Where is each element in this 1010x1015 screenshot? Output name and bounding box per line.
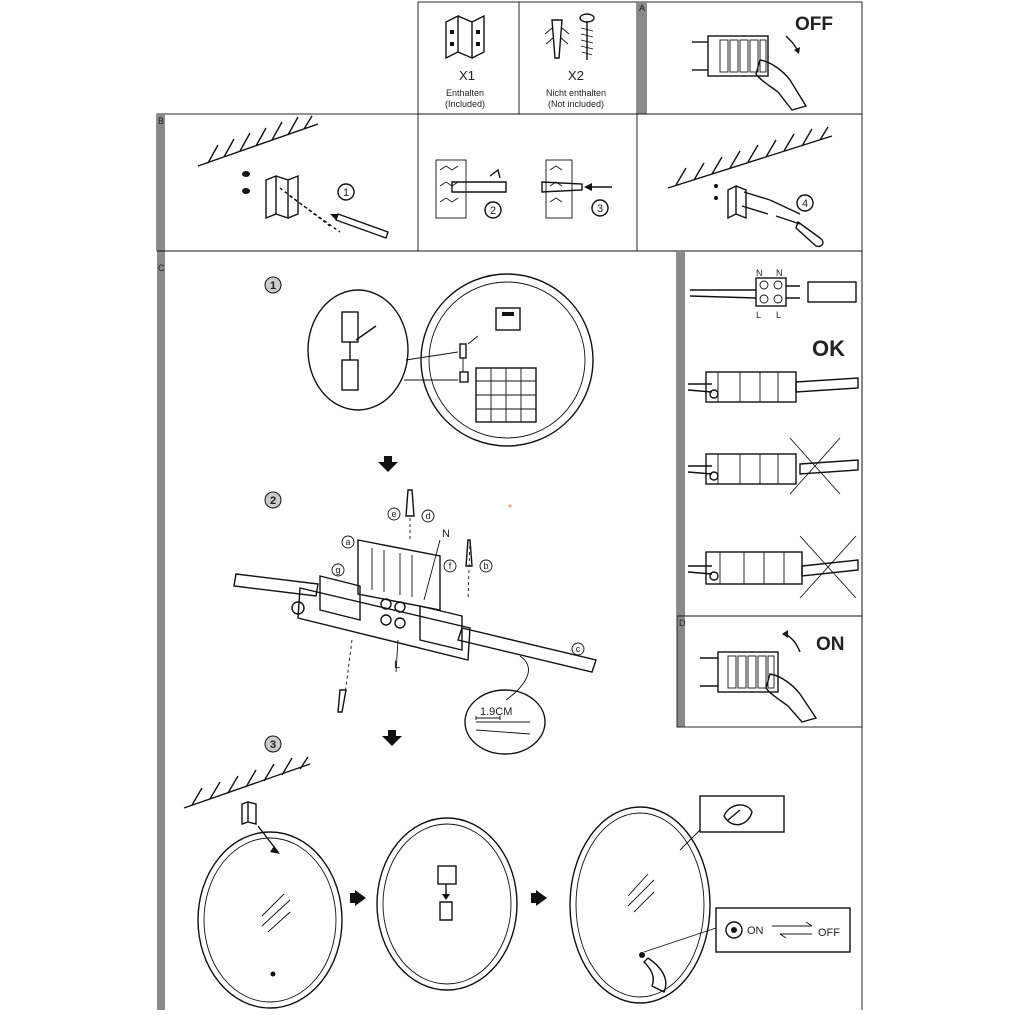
- mirror-back-round: [420, 273, 594, 447]
- step-b1-number: 1: [343, 187, 349, 199]
- callout-b: b: [483, 561, 488, 571]
- bracket-included-en: (Included): [445, 99, 485, 109]
- touch-on-label: ON: [747, 925, 764, 937]
- frame-grid: [156, 1, 863, 1010]
- mirror-back-attach: [376, 817, 518, 991]
- screws-not-included-de: Nicht enthalten: [546, 88, 606, 98]
- bracket-small-c3: [241, 801, 257, 825]
- terminal-nl-diagram: [689, 277, 857, 307]
- live-label: L: [394, 659, 400, 671]
- mirror-front-1: [197, 825, 343, 1009]
- callout-f: f: [449, 561, 452, 571]
- terminal-correct: [687, 371, 859, 403]
- terminal-wrong-2: [687, 535, 859, 599]
- callout-e: e: [391, 509, 396, 519]
- drilling-into-wall: [435, 159, 507, 219]
- dowel-into-wall: [541, 159, 612, 219]
- power-switch-off-illustration: [692, 35, 808, 111]
- screw-and-dowel-illustration: [544, 13, 595, 60]
- step-c1-number: 1: [270, 280, 276, 292]
- wall-hatch-b1: [197, 115, 319, 167]
- section-letter-a: A: [639, 3, 645, 13]
- terminal-l-right: L: [776, 310, 781, 320]
- bracket-included-de: Enthalten: [446, 88, 484, 98]
- terminal-wrong-1: [687, 437, 859, 495]
- screwing-bracket: [714, 184, 824, 248]
- step-b2-number: 2: [490, 205, 496, 217]
- switch-off-label: OFF: [795, 14, 833, 35]
- callout-a: a: [345, 537, 350, 547]
- wall-hatch-b4: [667, 126, 833, 189]
- section-letter-b: B: [158, 116, 164, 126]
- step-b3-number: 3: [597, 203, 603, 215]
- bracket-on-wall: [265, 174, 341, 233]
- section-letter-c: C: [158, 263, 165, 273]
- callout-c: c: [576, 644, 581, 654]
- wiring-callouts: a b c d e f g: [331, 507, 585, 656]
- callout-d: d: [425, 511, 430, 521]
- pencil-icon: [330, 213, 389, 239]
- bracket-illustration: [445, 14, 485, 60]
- power-switch-on-illustration: [700, 630, 818, 723]
- mirror-front-mounted: [569, 795, 785, 1004]
- touch-switch-panel: [715, 907, 851, 953]
- step-c2-number: 2: [270, 495, 276, 507]
- terminal-l-left: L: [756, 310, 761, 320]
- wall-hatch-c3: [183, 756, 311, 809]
- terminal-block-wiring: [233, 489, 597, 713]
- strip-length-zoom: [464, 689, 546, 755]
- screws-not-included-en: (Not included): [548, 99, 604, 109]
- step-c3-number: 3: [270, 739, 276, 751]
- terminal-n-right: N: [776, 268, 783, 278]
- callout-g: g: [335, 565, 340, 575]
- ok-label: OK: [812, 336, 845, 361]
- section-letter-d: D: [679, 618, 686, 628]
- bracket-quantity: X1: [459, 68, 475, 83]
- step-b4-number: 4: [802, 198, 808, 210]
- neutral-label: N: [442, 528, 450, 540]
- drill-marks: [242, 171, 250, 194]
- touch-off-label: OFF: [818, 927, 840, 939]
- terminal-n-left: N: [756, 268, 763, 278]
- screws-quantity: X2: [568, 68, 584, 83]
- strip-length-label: 1.9CM: [480, 706, 512, 718]
- switch-on-label: ON: [816, 634, 845, 655]
- terminal-detail-zoom: [307, 289, 459, 411]
